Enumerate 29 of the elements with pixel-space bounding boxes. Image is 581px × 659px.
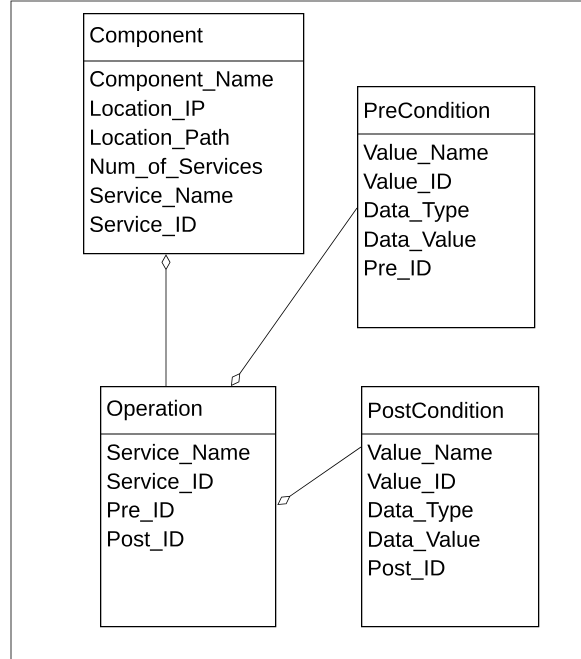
attribute-text: Service_ID [107, 472, 213, 494]
attribute-text: Value_ID [363, 172, 451, 194]
attribute-text: Value_Name [363, 144, 488, 164]
attribute-text: Data_Value [369, 530, 480, 552]
attribute-text: Value_ID [367, 472, 455, 494]
attribute-text: Service_Name [90, 186, 232, 208]
class-box [83, 13, 304, 254]
attribute-text: Location_Path [91, 128, 228, 150]
attribute-text: Post_ID [108, 531, 184, 551]
attribute-text: Num_of_Services [91, 158, 262, 178]
class-box [361, 386, 540, 628]
class-name: PreCondition [365, 102, 489, 118]
aggregation-line [231, 208, 358, 386]
attribute-text: Pre_ID [365, 260, 431, 280]
attribute-text: Service_Name [107, 444, 250, 464]
attribute-text: Value_Name [367, 444, 492, 464]
attribute-text: Component_Name [90, 71, 273, 91]
class-name: Component [90, 27, 203, 47]
attribute-text: Service_ID [90, 216, 196, 236]
class-box [100, 386, 276, 628]
attribute-text: Data_Type [365, 202, 469, 222]
attribute-text: Data_Type [369, 502, 473, 522]
class-box [357, 86, 536, 328]
class-name: Operation [107, 400, 202, 420]
attribute-text: Data_Value [365, 230, 476, 252]
attribute-text: Location_IP [91, 100, 204, 120]
attribute-text: Post_ID [369, 560, 444, 580]
attribute-text: Pre_ID [108, 502, 174, 522]
class-name: PostCondition [369, 402, 503, 418]
